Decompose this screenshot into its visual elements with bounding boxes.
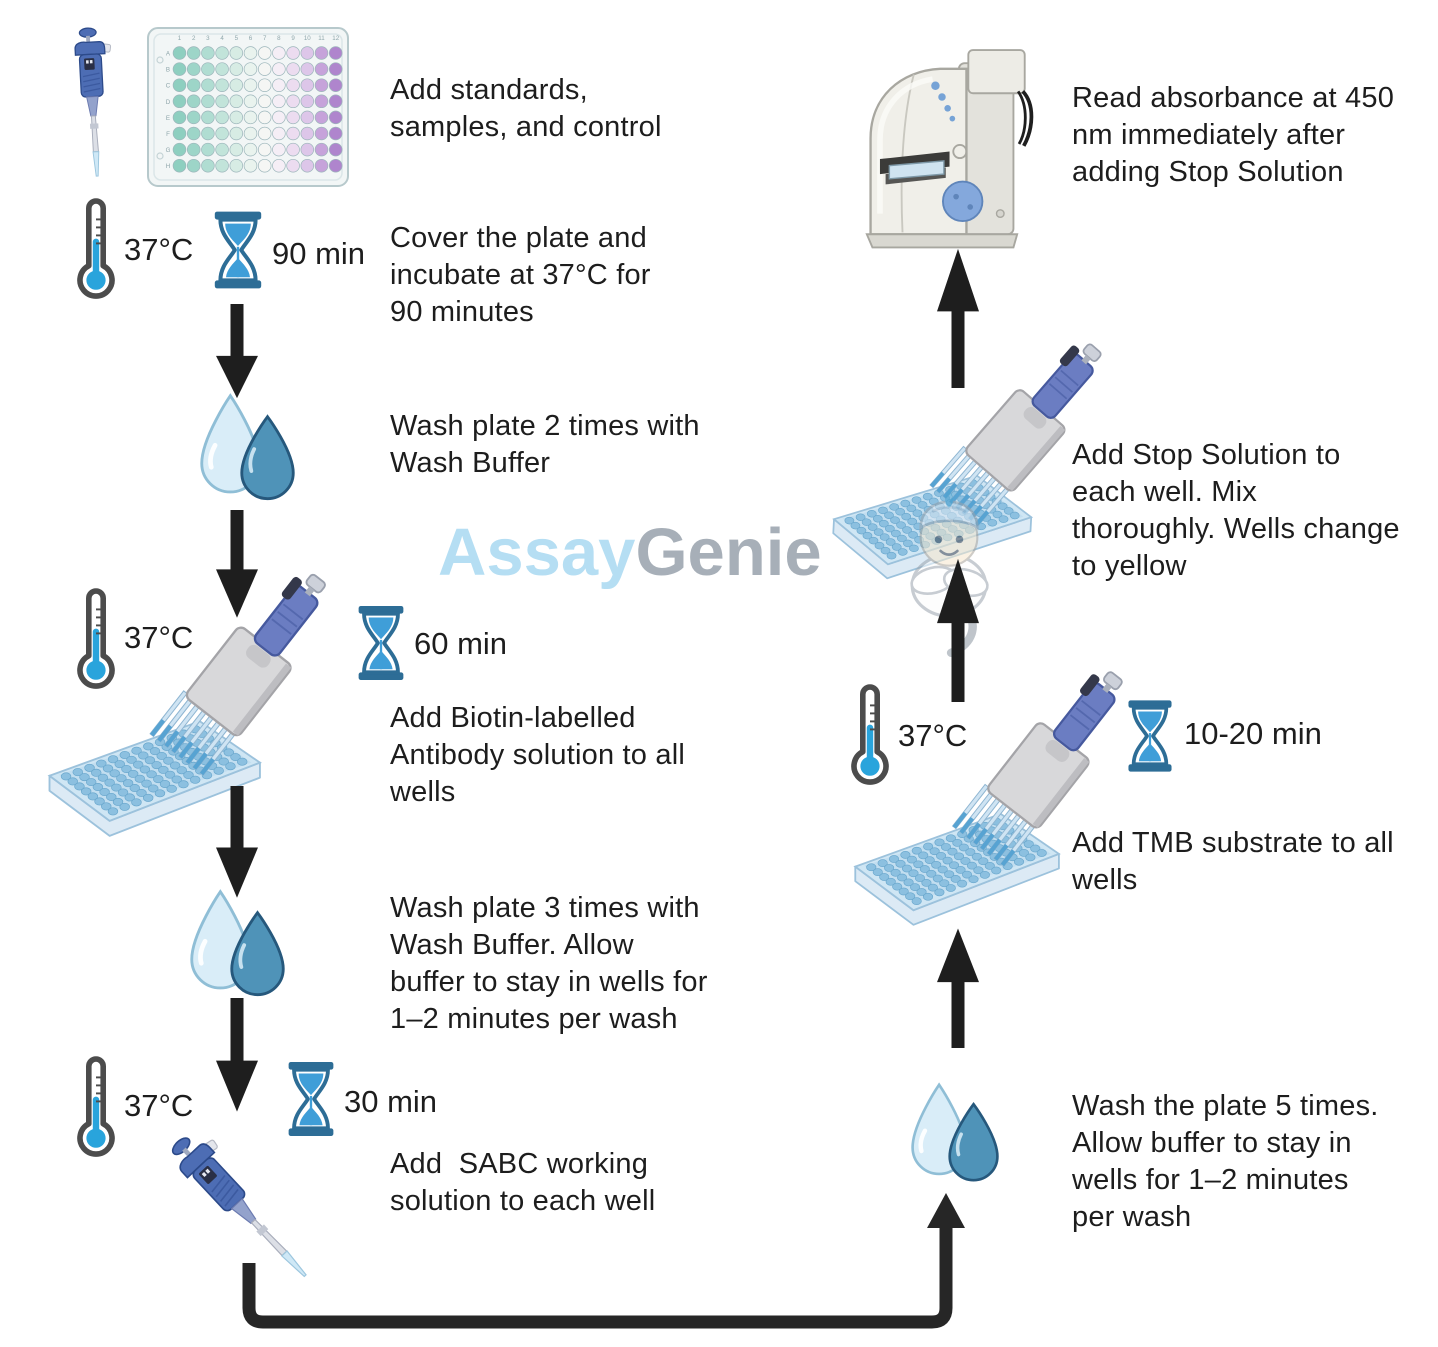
step-biotin-text: Add Biotin-labelled Antibody solution to… — [390, 702, 685, 808]
arrow-down-icon — [216, 304, 258, 399]
temperature-label: 37°C — [124, 620, 194, 655]
time-label: 60 min — [414, 626, 508, 661]
time-label: 10-20 min — [1184, 716, 1322, 751]
arrow-up-icon — [937, 248, 979, 388]
elbow-connector-arrow — [242, 1193, 965, 1329]
step-wash2-text: Wash plate 2 times with Wash Buffer — [390, 410, 700, 479]
multichannel-pipette-plate-icon — [48, 554, 347, 838]
watermark-logo: AssayGenie — [438, 514, 822, 591]
temperature-label: 37°C — [124, 1088, 194, 1123]
thermometer-icon — [72, 196, 120, 302]
hourglass-icon — [356, 604, 406, 682]
watermark-assay: Assay — [438, 515, 636, 590]
time-label: 30 min — [344, 1084, 438, 1119]
step-tmb-text: Add TMB substrate to all wells — [1072, 827, 1394, 896]
arrow-up-icon — [937, 558, 979, 702]
arrow-down-icon — [216, 510, 258, 618]
step-incubate-text: Cover the plate and incubate at 37°C for… — [390, 222, 651, 328]
hourglass-icon — [286, 1060, 336, 1138]
step-add-samples-text: Add standards, samples, and control — [390, 74, 662, 143]
temperature-label: 37°C — [898, 718, 968, 753]
step-stop-text: Add Stop Solution to each well. Mix thor… — [1072, 439, 1400, 582]
arrow-down-icon — [216, 998, 258, 1112]
arrow-up-icon — [937, 928, 979, 1048]
water-drops-icon — [902, 1078, 1008, 1194]
temperature-label: 37°C — [124, 232, 194, 267]
watermark-genie: Genie — [635, 515, 822, 590]
multichannel-pipette-plate-icon — [854, 652, 1144, 926]
time-label: 90 min — [272, 236, 366, 271]
water-drops-icon — [180, 886, 295, 1008]
step-sabc-text: Add SABC working solution to each well — [390, 1148, 656, 1217]
step-wash5-text: Wash the plate 5 times. Allow buffer to … — [1072, 1090, 1379, 1233]
hourglass-icon — [212, 209, 264, 291]
water-drops-icon — [190, 390, 305, 512]
pipette-icon — [73, 26, 119, 178]
hourglass-icon — [1126, 698, 1174, 774]
step-read-text: Read absorbance at 450 nm immediately af… — [1072, 82, 1395, 188]
microplate-reader-icon — [848, 46, 1036, 258]
arrow-down-icon — [216, 786, 258, 898]
well-plate-icon — [147, 27, 349, 187]
thermometer-icon — [72, 1054, 120, 1160]
step-wash3-text: Wash plate 3 times with Wash Buffer. All… — [390, 892, 708, 1035]
